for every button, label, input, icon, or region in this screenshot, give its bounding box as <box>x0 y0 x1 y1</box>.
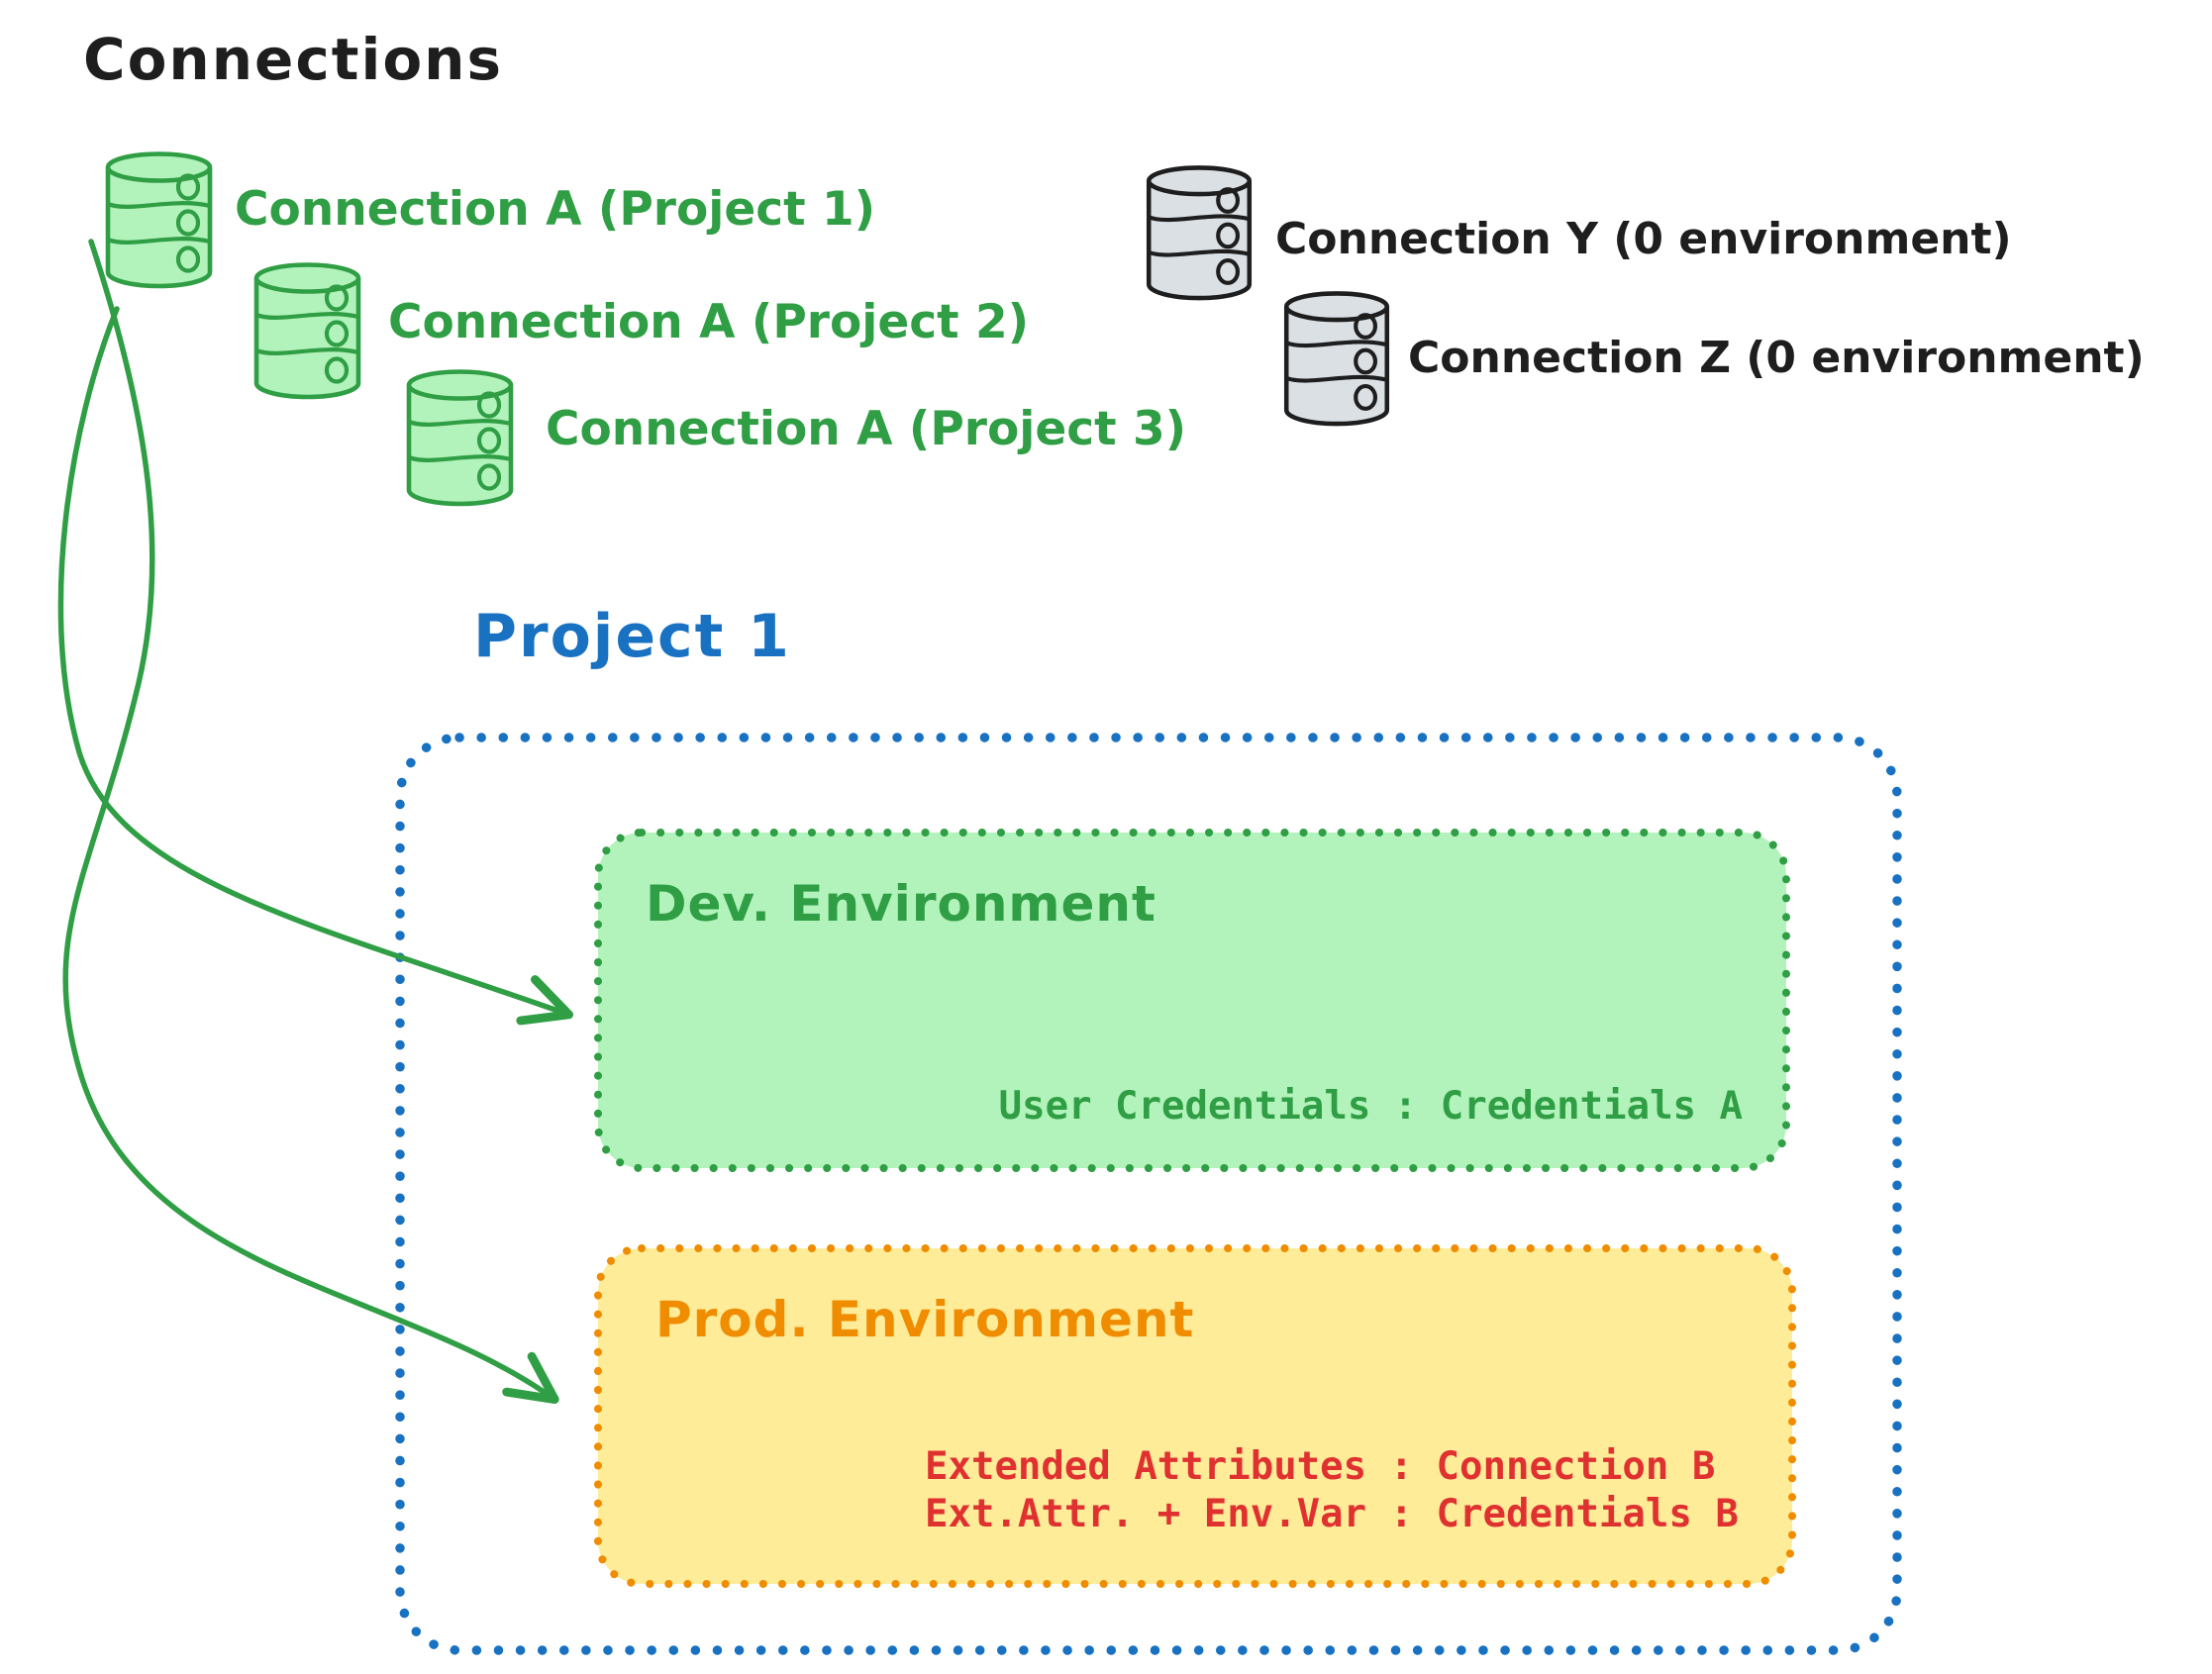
arrow-to-dev-environment <box>57 306 573 1026</box>
prod-environment-credentials: Extended Attributes : Connection B Ext.A… <box>925 1443 1739 1538</box>
database-icon-connection-a-project-3 <box>409 371 511 504</box>
database-icon-connection-y <box>1149 167 1250 299</box>
dev-environment-box <box>594 829 1790 1172</box>
prod-credentials-line-1: Extended Attributes : Connection B <box>925 1444 1716 1489</box>
connection-y-label: Connection Y (0 environment) <box>1275 214 2012 264</box>
connection-a-project-1-label: Connection A (Project 1) <box>235 182 876 237</box>
arrow-to-prod-environment <box>62 239 559 1404</box>
connection-a-project-2-label: Connection A (Project 2) <box>388 295 1030 349</box>
database-icon-connection-a-project-2 <box>256 264 358 397</box>
prod-credentials-line-2: Ext.Attr. + Env.Var : Credentials B <box>925 1492 1739 1536</box>
dev-environment-title: Dev. Environment <box>646 875 1156 933</box>
dev-environment-credentials: User Credentials : Credentials A <box>998 1084 1743 1129</box>
database-icon-connection-z <box>1286 293 1387 425</box>
database-icon-connection-a-project-1 <box>108 153 210 286</box>
prod-environment-title: Prod. Environment <box>655 1291 1195 1348</box>
connection-a-project-3-label: Connection A (Project 3) <box>546 402 1187 456</box>
page-title: Connections <box>83 26 503 93</box>
project-box <box>395 733 1902 1655</box>
project-1-title: Project 1 <box>473 602 791 671</box>
prod-environment-box <box>594 1244 1796 1588</box>
connection-z-label: Connection Z (0 environment) <box>1408 333 2145 383</box>
